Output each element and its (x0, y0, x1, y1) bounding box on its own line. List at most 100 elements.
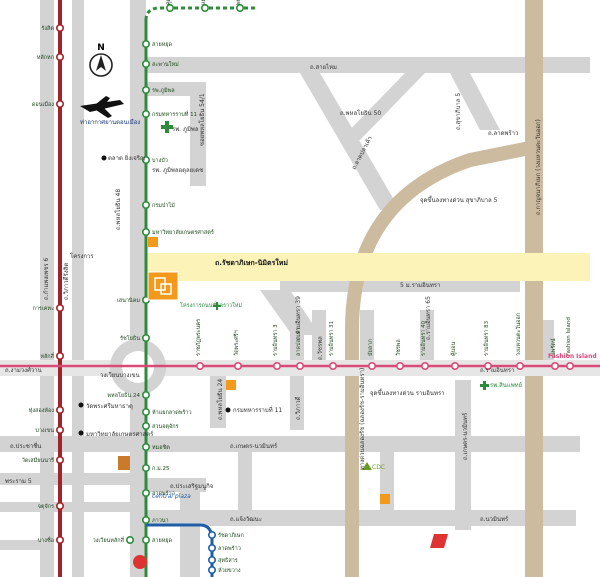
label-ram5: 5 ม.รามอินทรา (400, 282, 440, 289)
airport-label: ท่าอากาศยานดอนเมือง (80, 118, 140, 126)
pink-station-label: รามอินทรา 31 (328, 321, 335, 356)
green-station-marker (142, 442, 151, 451)
label-temple: วัดพระศรีมหาธาตุ (86, 402, 133, 410)
label-cdc: CDC (372, 464, 385, 471)
road-vibhavadi (40, 0, 54, 577)
label-v2: ถ.วิภาวดี (294, 396, 302, 420)
red-station-label: ทุ่งสองห้อง (29, 407, 55, 414)
pink-station-label: มัยลาภ (367, 339, 374, 356)
pin-icon (133, 555, 147, 569)
expressway (345, 0, 543, 577)
red-station-label: บางเขน (35, 428, 54, 434)
green-station-label: วงเวียนหลักสี่ (93, 536, 125, 544)
project-sub-label: โครงการถนนชั่วคราวใหม่ (180, 301, 242, 309)
road-kaset-nawamin (0, 436, 580, 452)
pink-station-label: คู้บอน (450, 342, 457, 356)
market-dot-icon (101, 155, 107, 161)
green-station-label: ภาวนา (152, 518, 169, 524)
green-station-marker (142, 39, 151, 48)
pink-station-label: รามอินทรา 83 (483, 320, 490, 356)
green-station-marker (201, 4, 210, 13)
red-station-label: จตุจักร (38, 503, 54, 510)
label-roundabout: วงเวียนบางเขน (100, 371, 140, 379)
pink-station-marker (272, 361, 281, 370)
green-line-stations: คูคตแยก คปอ.พหลโยธิน 59สายหยุดสะพานใหม่ร… (93, 0, 245, 544)
compass-icon: N (89, 43, 113, 77)
pink-station-marker (483, 361, 492, 370)
pink-station-label: นพรัตน์ (550, 338, 557, 356)
label-soi-48: ถ.พหลโยธิน 48 (114, 189, 122, 230)
hospital-right-icon (480, 381, 489, 390)
red-station-marker (55, 501, 64, 510)
green-station-label: เสนานิคม (117, 297, 141, 304)
road-v4 (360, 310, 374, 370)
pink-station-marker (450, 361, 459, 370)
label-kanchanaphisek: ถ.กาญจนาภิเษก (วงแหวนตะวันออก) (535, 119, 542, 215)
road-v3 (312, 310, 326, 370)
label-road-right: ถ.ลาดพร้าว (488, 130, 518, 137)
green-station-label: คูคต (166, 0, 172, 5)
fashion-logo-icon (430, 534, 448, 548)
green-station-label: รัชโยธิน (120, 334, 140, 342)
blue-station-marker (208, 555, 217, 564)
pink-station-label: ลาดปลาเค้า (295, 327, 302, 356)
green-station-marker (142, 86, 151, 95)
shop-icon-3 (380, 494, 390, 504)
green-station-marker (142, 228, 151, 237)
green-station-marker (126, 535, 135, 544)
school-dot-icon (78, 430, 84, 436)
label-hospital-right: รพ.สินแพทย์ (490, 381, 522, 389)
green-station-label: ห้าแยกลาดพร้าว (152, 409, 192, 416)
pink-station-label: รามอินทรา 3 (272, 324, 279, 356)
red-station-marker (55, 100, 64, 109)
blue-station-marker (208, 565, 217, 574)
pink-station-label: วงแหวนตะวันออก (515, 313, 522, 356)
road-soi-541 (190, 82, 206, 186)
red-station-label: ดอนเมือง (32, 101, 54, 108)
pink-station-marker (196, 361, 205, 370)
hospital-icon (161, 121, 173, 133)
green-station-marker (142, 59, 151, 68)
label-central: central plaza (152, 493, 191, 500)
pink-station-marker (234, 361, 243, 370)
label-road-lower-left: ถ.ประชาชื่น (10, 442, 41, 450)
green-station-label: พหลโยธิน 24 (107, 391, 140, 399)
green-station-label: รพ.ภูมิพล (152, 87, 175, 94)
road-diag-1 (300, 73, 400, 210)
road-phraram5 (0, 473, 140, 485)
red-station-marker (55, 303, 64, 312)
label-v6: ถ.เกษตร-นวมินทร์ (461, 412, 469, 460)
red-station-marker (55, 535, 64, 544)
road-left-2 (72, 0, 84, 577)
label-sukhaphiban5: ถ.สุขาภิบาล 5 (455, 93, 462, 130)
pink-station-marker (328, 361, 337, 370)
green-station-label: พหลโยธิน 59 (234, 0, 242, 5)
blue-line (146, 523, 214, 577)
green-station-label: ลาดพร้าว (152, 490, 175, 497)
label-road-diag: ถ.พหลโยธิน 50 (340, 109, 381, 117)
green-station-label: สายหยุด (152, 537, 173, 544)
label-ngamwongwan: ถ.งามวงศ์วาน (5, 366, 42, 374)
label-vibhavadi: ถ.วิภาวดีรังสิต (62, 263, 70, 300)
airplane-icon (80, 96, 124, 118)
green-station-label: กรมป่าไม้ (152, 202, 175, 209)
label-prasert: ถ.ประเสริฐมนูกิจ (170, 483, 213, 490)
road-top (146, 57, 590, 73)
red-station-marker (55, 351, 64, 360)
green-station-marker (142, 333, 151, 342)
label-nawamin: ถ.นวมินทร์ (480, 515, 509, 523)
green-station-marker (142, 515, 151, 524)
shop-icon-2 (226, 380, 236, 390)
red-station-label: หลักสี่ (40, 352, 54, 360)
green-station-label: บางบัว (152, 157, 168, 164)
road-diag-3 (450, 73, 500, 130)
road-bottom-left (0, 540, 40, 550)
green-station-marker (142, 201, 151, 210)
green-station-marker (142, 407, 151, 416)
blue-station-marker (208, 543, 217, 552)
shop-icon-1 (148, 237, 158, 247)
green-station-marker (142, 110, 151, 119)
red-station-label: หลักหก (37, 54, 54, 61)
